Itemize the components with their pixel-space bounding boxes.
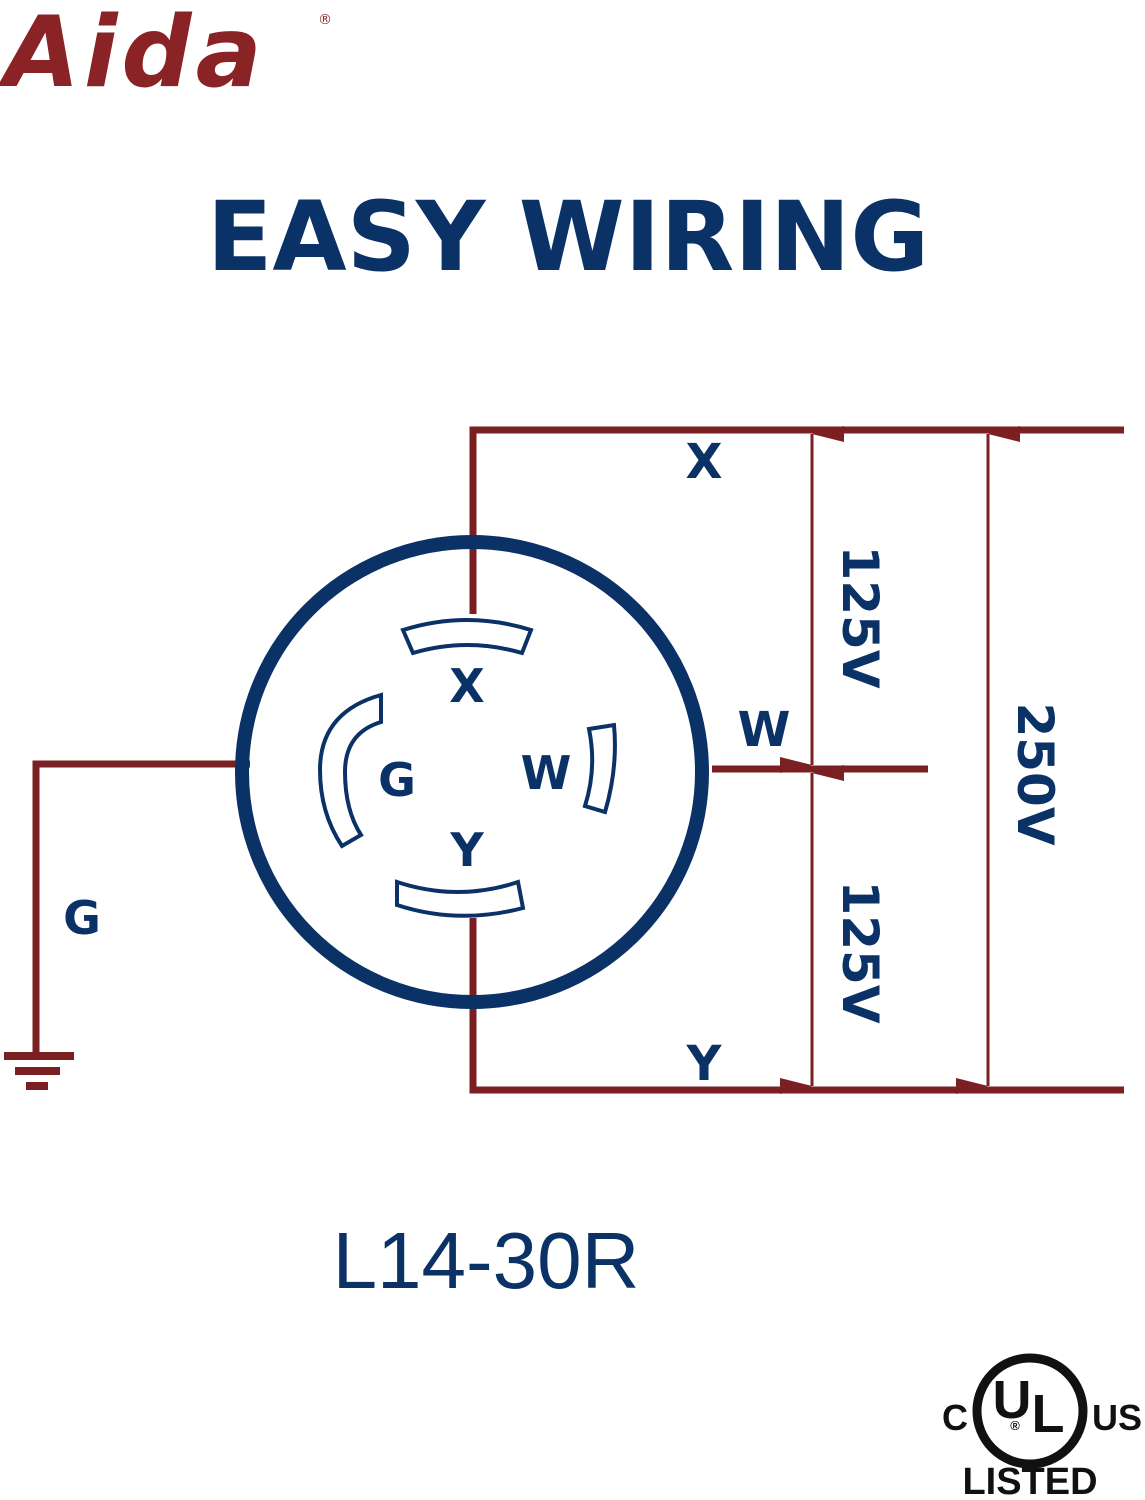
slot-label-g: G [378, 753, 416, 807]
slot-g [317, 692, 383, 849]
x-wire [469, 426, 1124, 614]
ul-circle [972, 1353, 1088, 1469]
slot-label-w: W [521, 746, 572, 800]
ul-listed-caption: LISTED [962, 1461, 1097, 1500]
registered-mark: ® [318, 12, 332, 28]
terminal-label-x: X [685, 434, 722, 490]
ground-icon [4, 1052, 74, 1090]
ul-l-text: L [1032, 1384, 1065, 1444]
voltage-label-x-y: 250V [1006, 702, 1064, 845]
ul-listed-mark: C U L ® US LISTED [942, 1353, 1142, 1500]
receptacle-outline [235, 535, 709, 1009]
terminal-label-w: W [738, 702, 791, 758]
voltage-label-w-y: 125V [831, 880, 889, 1023]
y-wire [469, 918, 1124, 1094]
brand-logo-text: Aida [0, 0, 266, 110]
ul-u-text: U [993, 1370, 1032, 1430]
slot-y [395, 879, 526, 918]
receptacle-model-label: L14-30R [333, 1216, 640, 1305]
ul-registered-mark: ® [1010, 1418, 1020, 1433]
ul-c-text: C [942, 1397, 968, 1438]
slot-w [582, 722, 617, 815]
brand-logo: Aida ® [0, 0, 332, 110]
slot-label-x: X [449, 659, 484, 713]
receptacle-slots [317, 618, 617, 918]
page-title: EASY WIRING [207, 181, 929, 293]
terminal-label-y: Y [686, 1036, 723, 1092]
wires [32, 426, 1124, 1094]
voltage-label-x-w: 125V [831, 545, 889, 688]
terminal-label-g: G [63, 891, 101, 945]
g-wire [32, 760, 250, 1054]
voltage-dimensions [780, 426, 1020, 1094]
slot-x [400, 618, 534, 656]
slot-label-y: Y [449, 823, 484, 877]
ul-us-text: US [1092, 1397, 1142, 1438]
